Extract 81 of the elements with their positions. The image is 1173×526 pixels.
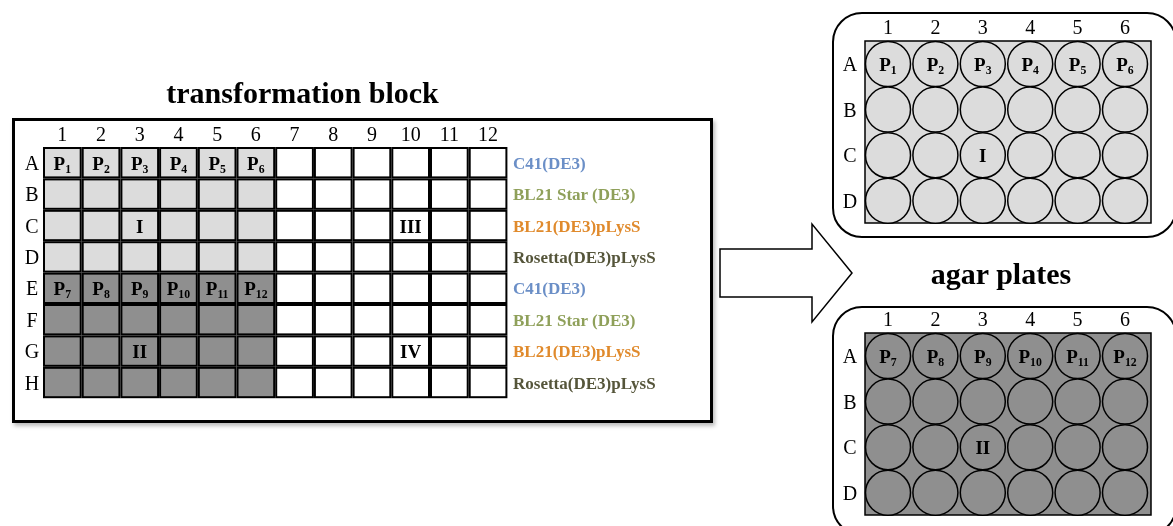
- well-label: P$_{9}$: [131, 278, 149, 298]
- well-label: P$_{4}$: [1021, 54, 1039, 74]
- column-number: 4: [1025, 17, 1036, 37]
- column-number: 1: [883, 17, 893, 37]
- column-number: 6: [1120, 309, 1130, 329]
- column-number: 3: [977, 309, 988, 329]
- column-number: 6: [250, 124, 261, 144]
- well-label: P$_{3}$: [974, 54, 992, 74]
- row-letter: G: [24, 341, 40, 362]
- strain-name: C41(DE3): [513, 154, 586, 172]
- column-number: 4: [173, 124, 184, 144]
- well-label: P$_{8}$: [92, 278, 110, 298]
- column-number: 3: [977, 17, 988, 37]
- strain-name: C41(DE3): [513, 279, 586, 297]
- well-label: P$_{7}$: [53, 278, 72, 298]
- column-number: 11: [439, 124, 459, 144]
- well-label: P$_{7}$: [879, 346, 897, 366]
- row-letter: D: [24, 246, 40, 267]
- well-label: P$_{9}$: [974, 346, 992, 366]
- column-number: 7: [289, 124, 300, 144]
- well-label: P$_{2}$: [92, 153, 110, 173]
- row-letter: C: [843, 437, 857, 458]
- well-label: P$_{6}$: [247, 153, 265, 173]
- strain-name: Rosetta(DE3)pLysS: [513, 248, 656, 266]
- strain-name: BL21(DE3)pLysS: [513, 342, 641, 360]
- column-number: 1: [57, 124, 68, 144]
- strain-name: Rosetta(DE3)pLysS: [513, 374, 656, 391]
- row-letter: F: [26, 309, 38, 330]
- well-label: III: [399, 216, 422, 235]
- row-letter: A: [24, 152, 40, 173]
- strain-name: BL21(DE3)pLysS: [513, 217, 641, 234]
- column-number: 9: [366, 124, 377, 144]
- column-number: 2: [930, 309, 941, 329]
- row-letter: E: [25, 278, 39, 299]
- row-letter: D: [842, 190, 858, 211]
- row-letter: C: [843, 145, 857, 166]
- well-label: P$_{11}$: [1066, 346, 1089, 366]
- strain-name: BL21 Star (DE3): [513, 311, 636, 329]
- row-letter: H: [24, 372, 40, 393]
- column-number: 3: [134, 124, 145, 144]
- well-label: P$_{5}$: [1068, 54, 1087, 74]
- column-number: 10: [400, 124, 421, 144]
- well-label: P$_{4}$: [169, 153, 188, 173]
- column-number: 4: [1025, 309, 1036, 329]
- column-number: 2: [96, 124, 107, 144]
- plate-caption-text: agar plates: [930, 257, 1072, 291]
- well-label: P$_{6}$: [1116, 54, 1134, 74]
- row-letter: A: [842, 346, 858, 366]
- well-label: II: [132, 341, 148, 361]
- column-number: 5: [212, 124, 223, 144]
- well-label: P$_{12}$: [1113, 346, 1137, 366]
- row-letter: A: [842, 54, 858, 74]
- column-number: 5: [1072, 309, 1083, 329]
- well-label: P$_{11}$: [205, 278, 229, 298]
- block-arrow: [719, 221, 853, 325]
- well-label: P$_{10}$: [1018, 346, 1042, 366]
- well-label: I: [979, 145, 987, 165]
- column-number: 8: [328, 124, 339, 144]
- well-label: II: [975, 437, 991, 457]
- column-number: 2: [930, 17, 941, 37]
- strain-name: BL21 Star (DE3): [513, 185, 636, 203]
- well-label: I: [136, 216, 144, 235]
- row-letter: C: [25, 215, 39, 236]
- well-label: P$_{5}$: [208, 153, 226, 173]
- row-letter: D: [842, 482, 858, 503]
- column-number: 5: [1072, 17, 1083, 37]
- well-label: IV: [400, 341, 422, 361]
- row-letter: B: [25, 184, 39, 205]
- column-number: 1: [883, 309, 893, 329]
- well-label: P$_{3}$: [131, 153, 149, 173]
- well-label: P$_{12}$: [244, 278, 268, 298]
- well-label: P$_{1}$: [879, 54, 897, 74]
- well-label: P$_{1}$: [53, 153, 72, 173]
- row-letter: B: [843, 99, 857, 120]
- well-label: P$_{10}$: [166, 278, 191, 298]
- column-number: 12: [478, 124, 499, 144]
- row-letter: B: [843, 391, 857, 412]
- block-title: transformation block: [165, 76, 440, 110]
- well-label: P$_{8}$: [926, 346, 945, 366]
- column-number: 6: [1120, 17, 1130, 37]
- well-label: P$_{2}$: [926, 54, 945, 74]
